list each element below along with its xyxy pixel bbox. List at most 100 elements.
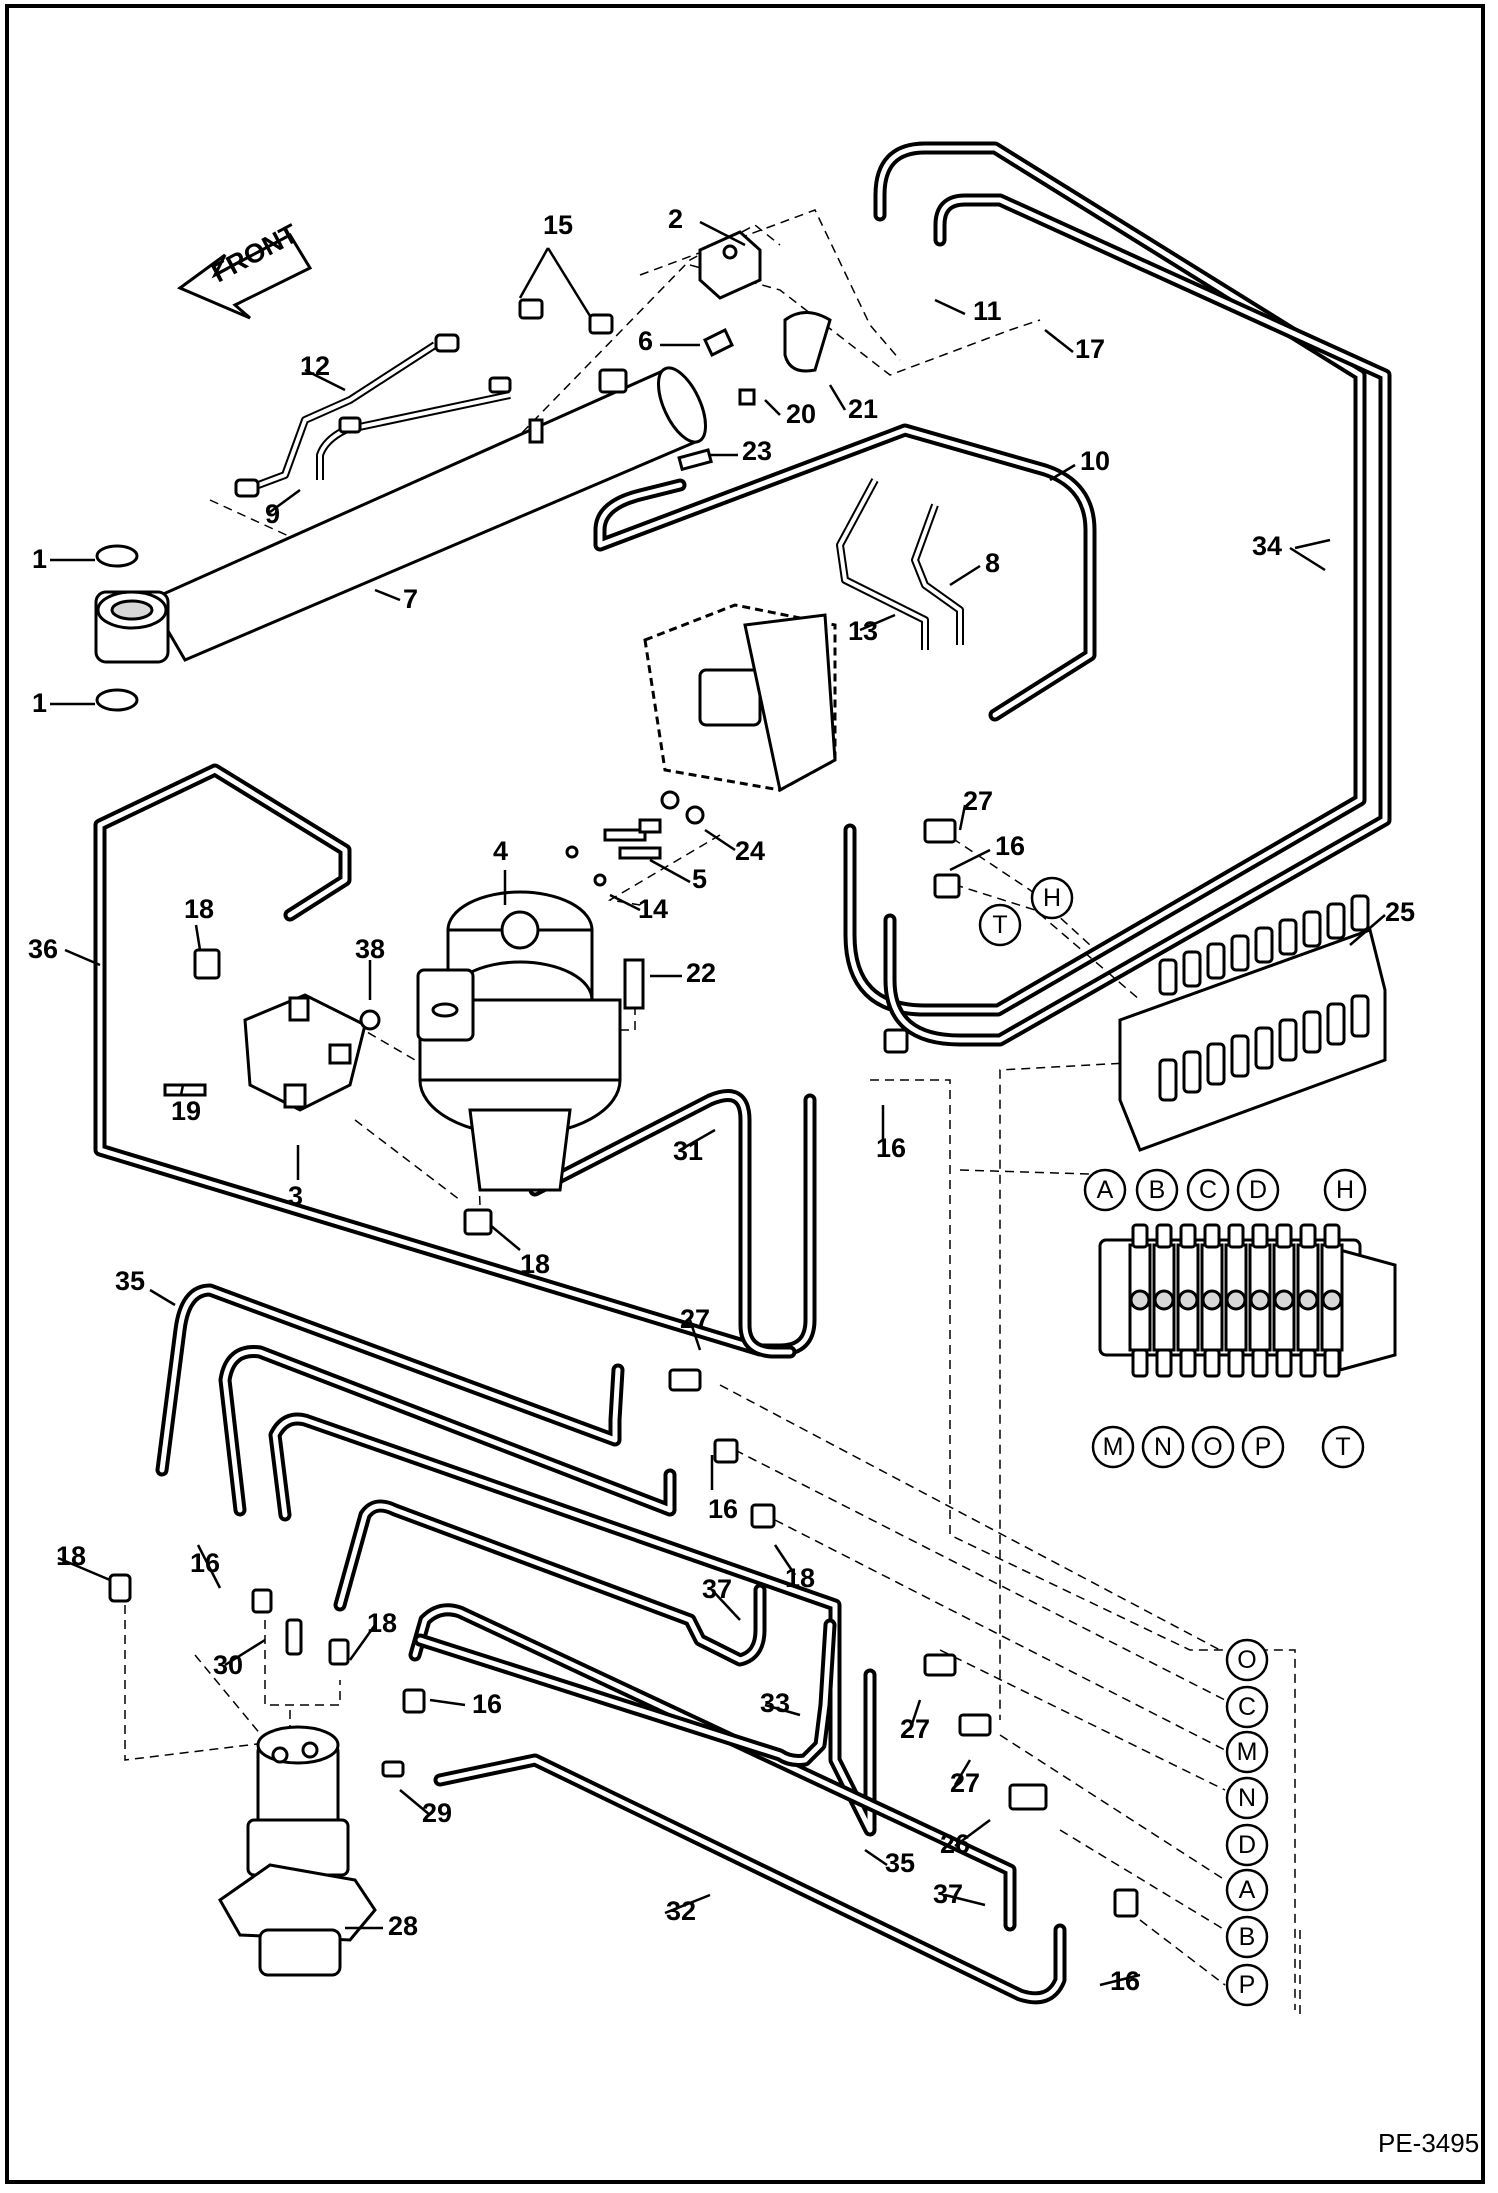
leader-line [546,247,592,317]
leader-line [828,384,847,411]
port-label-vN: N [1141,1425,1185,1469]
port-label-sN: N [1225,1776,1269,1820]
swivel-28 [218,1725,377,1977]
svg-text:P: P [1239,1971,1256,1999]
port-label-sB: B [1225,1915,1269,1959]
part-number-l27d: 27 [950,1768,980,1798]
part-number-l27c: 27 [900,1714,930,1744]
leader-line [1294,538,1331,550]
part-number-l16f: 16 [1110,1966,1140,1996]
leader-line [1049,463,1076,482]
part-number-l26: 26 [940,1829,970,1859]
part-number-l36: 36 [28,934,58,964]
leader-line [1289,546,1326,572]
part-number-l8: 8 [985,548,1000,578]
hose-10 [593,423,1097,722]
leader-line [196,1544,222,1589]
part-number-l1a: 1 [32,544,47,574]
svg-text:M: M [1237,1738,1258,1766]
part-number-l18e: 18 [367,1608,397,1638]
leader-line [859,613,896,632]
part-number-l31: 31 [673,1136,703,1166]
part-number-l18a: 18 [184,894,214,924]
port-label-vB: B [1135,1168,1179,1212]
part-number-l5: 5 [692,864,707,894]
leader-line [489,1224,521,1251]
leader-line [954,1818,991,1848]
leader-line [934,298,966,316]
part-number-l23: 23 [742,436,772,466]
svg-text:T: T [992,911,1007,939]
part-number-l21: 21 [848,394,878,424]
part-number-l13: 13 [848,616,878,646]
svg-text:O: O [1237,1646,1256,1674]
part-number-l4: 4 [493,836,508,866]
part-number-l24: 24 [735,836,765,866]
part-number-l30: 30 [213,1650,243,1680]
valve-block-2 [518,230,832,406]
part-number-l19: 19 [171,1096,201,1126]
part-number-l10: 10 [1080,446,1110,476]
boom-cylinder [94,366,713,712]
valve-3 [163,958,645,1112]
part-number-l32: 32 [666,1896,696,1926]
port-label-sA: A [1225,1868,1269,1912]
hose-33 [413,1618,837,1767]
leader-line [64,948,101,967]
part-number-l16e: 16 [472,1689,502,1719]
leader-line [269,488,301,514]
part-number-l11: 11 [973,296,1002,326]
leader-line [764,1703,801,1717]
port-label-vH: H [1323,1168,1367,1212]
leader-line [949,848,991,872]
o-ring-top [95,544,139,568]
leader-line [944,1893,986,1907]
part-number-l37b: 37 [933,1879,963,1909]
port-label-pH1: H [1030,876,1074,920]
front-direction-arrow: FRONT [176,218,313,320]
part-number-l28: 28 [388,1911,418,1941]
leader-line [149,1288,176,1307]
part-number-l22: 22 [686,958,716,988]
part-number-l18d: 18 [785,1563,815,1593]
part-number-l9: 9 [265,499,280,529]
port-label-vM: M [1091,1425,1135,1469]
leader-line [348,1624,377,1661]
svg-text:N: N [1238,1784,1256,1812]
svg-text:C: C [1238,1693,1256,1721]
part-number-l16a: 16 [995,831,1025,861]
port-label-pT1: T [978,903,1022,947]
part-number-l3: 3 [288,1181,303,1211]
svg-text:O: O [1203,1433,1222,1461]
control-valve-front [1098,1223,1397,1378]
svg-text:A: A [1097,1176,1114,1204]
part-number-l12: 12 [300,351,330,381]
svg-text:B: B [1149,1176,1166,1204]
port-label-vP: P [1241,1425,1285,1469]
leader-line [609,893,641,912]
part-number-l38: 38 [355,934,385,964]
part-number-l15: 15 [543,210,573,240]
leader-line [953,1759,972,1786]
part-number-l1b: 1 [32,688,47,718]
hose-31 [528,1089,797,1359]
part-number-l6: 6 [638,326,653,356]
hose-37 [333,1499,1017,1932]
swing-motor [416,890,622,1192]
leader-line [949,564,981,587]
leader-line [1349,914,1386,946]
leader-line [764,399,781,416]
svg-text:D: D [1238,1831,1256,1859]
svg-text:H: H [1336,1176,1354,1204]
svg-text:C: C [1199,1176,1217,1204]
leader-line [399,1789,431,1816]
part-number-l29: 29 [422,1798,452,1828]
leader-line [958,804,967,831]
part-number-l37a: 37 [702,1574,732,1604]
leader-line [304,368,346,392]
svg-text:B: B [1239,1923,1256,1951]
leader-line [711,1589,741,1621]
port-label-sP: P [1225,1963,1269,2007]
part-number-l18b: 18 [520,1249,550,1279]
